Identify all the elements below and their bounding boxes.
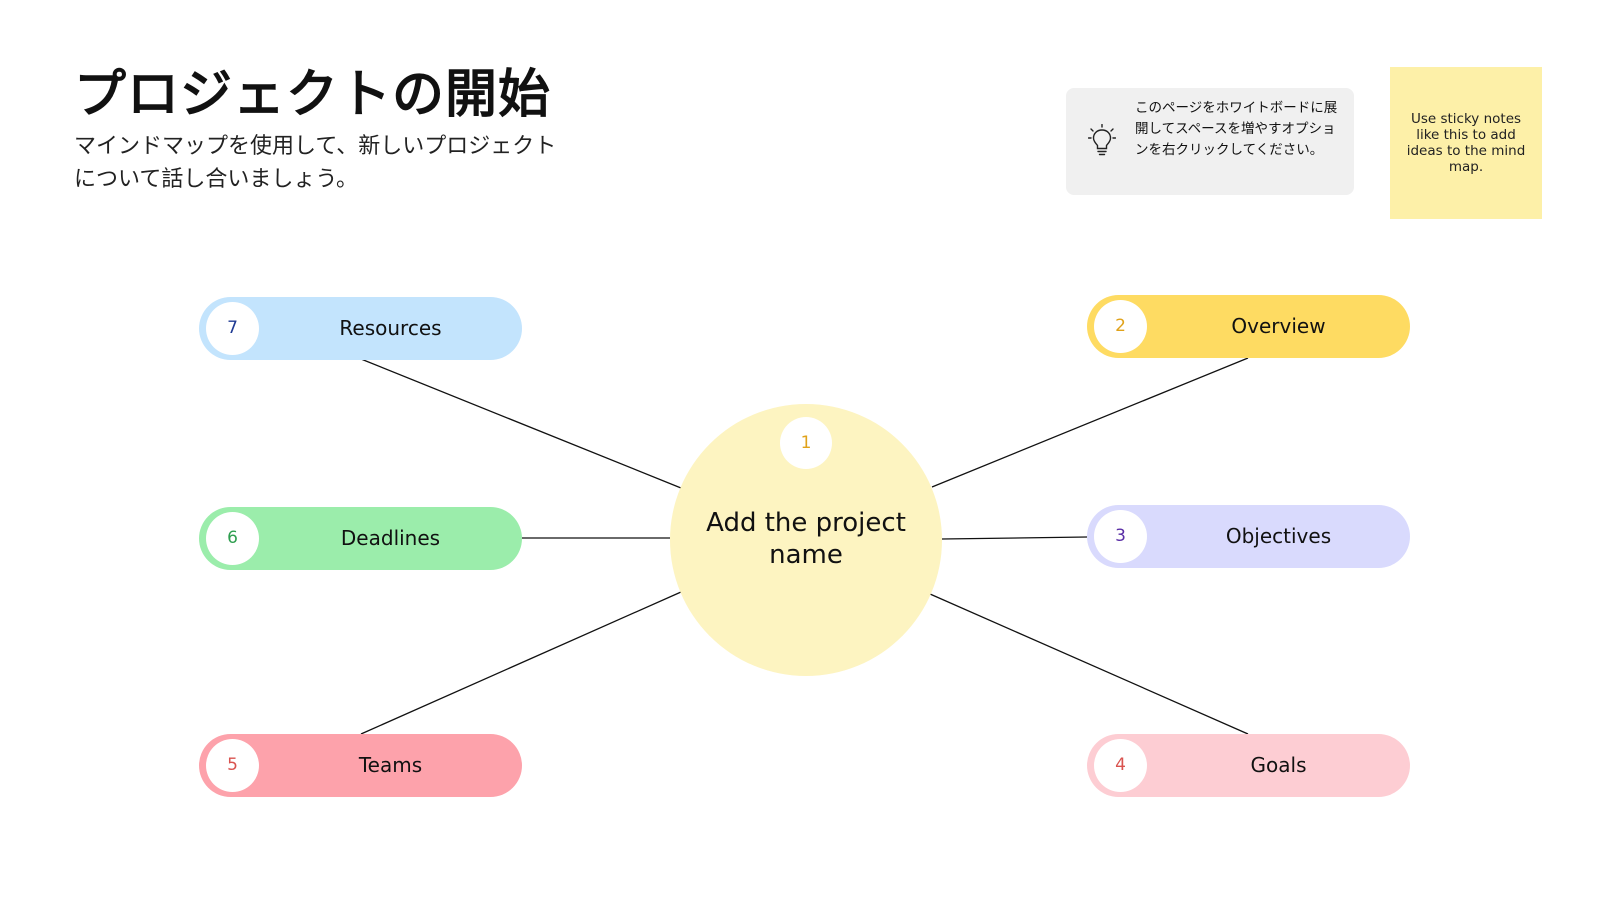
node-label: Objectives: [1225, 524, 1332, 548]
node-number: 2: [1094, 300, 1147, 353]
connector-goals: [929, 593, 1249, 735]
node-label: Resources: [339, 316, 442, 340]
page-title: プロジェクトの開始: [74, 65, 552, 125]
node-number: 4: [1094, 739, 1147, 792]
node-number: 6: [206, 512, 259, 565]
central-topic[interactable]: 1 Add the project name: [670, 404, 942, 676]
node-label: Overview: [1231, 314, 1326, 338]
node-label: Goals: [1250, 753, 1307, 777]
node-number: 5: [206, 739, 259, 792]
central-topic-label: Add the project name: [706, 508, 906, 570]
connector-objectives: [941, 536, 1088, 540]
connector-resources: [360, 358, 682, 489]
node-overview[interactable]: 2 Overview: [1087, 295, 1410, 358]
sticky-note-text: Use sticky notes like this to add ideas …: [1406, 111, 1526, 175]
node-deadlines[interactable]: 6 Deadlines: [199, 507, 522, 570]
tip-text: このページをホワイトボードに展開してスペースを増やすオプションを右クリックしてく…: [1135, 100, 1338, 158]
node-resources[interactable]: 7 Resources: [199, 297, 522, 360]
node-goals[interactable]: 4 Goals: [1087, 734, 1410, 797]
node-label: Teams: [358, 753, 423, 777]
page-subtitle: マインドマップを使用して、新しいプロジェクトについて話し合いましょう。: [74, 134, 557, 192]
node-number: 1: [780, 417, 832, 469]
lightbulb-icon: [1087, 123, 1117, 156]
node-objectives[interactable]: 3 Objectives: [1087, 505, 1410, 568]
connector-teams: [360, 591, 682, 735]
node-number: 7: [206, 302, 259, 355]
sticky-note[interactable]: Use sticky notes like this to add ideas …: [1390, 67, 1542, 219]
node-teams[interactable]: 5 Teams: [199, 734, 522, 797]
node-label: Deadlines: [340, 526, 441, 550]
node-number: 3: [1094, 510, 1147, 563]
connector-overview: [931, 357, 1249, 488]
tip-callout: このページをホワイトボードに展開してスペースを増やすオプションを右クリックしてく…: [1066, 88, 1354, 195]
